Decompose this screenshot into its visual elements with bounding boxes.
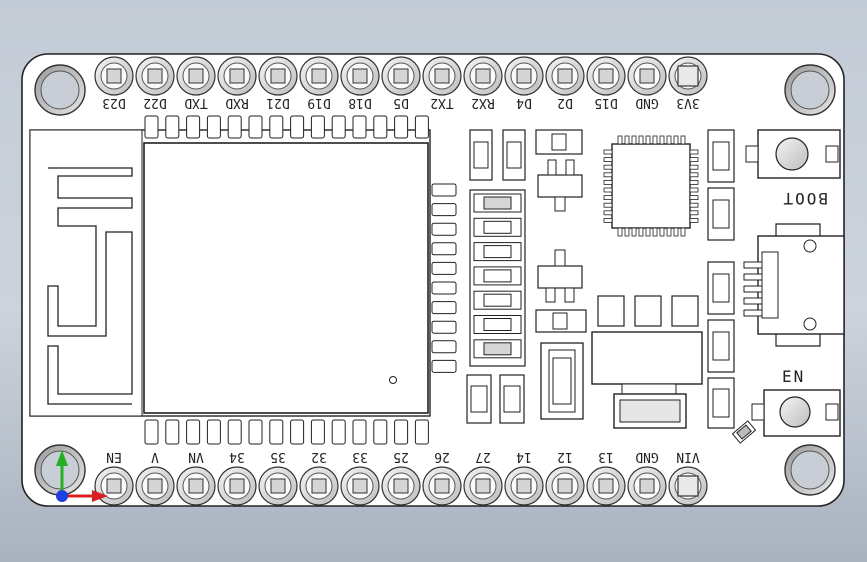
top-pin-label: D23	[102, 95, 125, 110]
bottom-header-pin	[381, 466, 421, 506]
bottom-header-pin	[217, 466, 257, 506]
bottom-header-pin	[135, 466, 175, 506]
bottom-header-pin	[299, 466, 339, 506]
bottom-pin-label: 26	[434, 449, 450, 464]
top-pin-label: TXD	[184, 95, 208, 110]
bottom-header-pin	[586, 466, 626, 506]
bottom-header-pin	[258, 466, 298, 506]
smd-cap-c1	[469, 129, 493, 181]
bottom-header-pin	[422, 466, 462, 506]
bottom-pin-label: 35	[270, 449, 286, 464]
triad-axis-label-z: z	[58, 509, 59, 511]
boot-button[interactable]	[745, 129, 841, 179]
bottom-pin-label: 34	[229, 449, 245, 464]
top-pin-label: D2	[557, 95, 573, 110]
usb-uart-chip	[603, 135, 699, 237]
coordinate-triad	[56, 450, 108, 502]
bottom-pin-label: 12	[557, 449, 573, 464]
bottom-header-pin	[504, 466, 544, 506]
top-pin-label: D5	[393, 95, 409, 110]
bottom-pin-header	[94, 466, 708, 506]
top-pin-label: GND	[635, 95, 659, 110]
top-header-pin	[586, 56, 626, 96]
smd-resistor-array	[469, 189, 526, 367]
top-header-pin	[627, 56, 667, 96]
top-header-pin	[422, 56, 462, 96]
bottom-header-pin	[176, 466, 216, 506]
mounting-hole-bottom-left	[34, 444, 86, 496]
top-header-pin	[463, 56, 503, 96]
antenna-area	[29, 129, 143, 417]
smd-led-rotated	[731, 420, 757, 444]
bottom-pin-label: 27	[475, 449, 491, 464]
top-pin-label: D19	[307, 95, 330, 110]
en-button[interactable]	[751, 389, 841, 437]
triad-axis-label-x: x	[110, 491, 111, 493]
mounting-hole-bottom-right	[784, 444, 836, 496]
smd-right-column	[707, 129, 735, 429]
bottom-pin-label: 25	[393, 449, 409, 464]
top-pin-header	[94, 56, 708, 96]
bottom-header-pin	[668, 466, 708, 506]
en-label: EN	[782, 367, 805, 386]
transistor-q1	[535, 129, 583, 212]
bottom-pin-label: V	[151, 449, 159, 464]
antenna-trace	[47, 167, 133, 405]
top-pin-label: D22	[143, 95, 166, 110]
triad-axis-label-y: y	[66, 451, 67, 453]
smd-cap-c2	[502, 129, 526, 181]
bottom-pin-label: VIN	[676, 449, 699, 464]
top-pin-labels: D23 D22 TXD RXD D21 D19 D18 D5 TX2 RX2 D4 D2 D15 GND 3…	[102, 95, 699, 110]
bottom-header-pin	[340, 466, 380, 506]
bottom-header-pin	[94, 466, 134, 506]
top-header-pin	[299, 56, 339, 96]
top-pin-label: D4	[516, 95, 532, 110]
bottom-header-pin	[545, 466, 585, 506]
top-pin-label: TX2	[430, 95, 453, 110]
bottom-pin-label: EN	[106, 449, 122, 464]
bottom-pin-labels: EN V VN 34 35 32 33 25 26 27 14 12 13 GND VIN	[106, 449, 700, 464]
top-header-pin	[504, 56, 544, 96]
mounting-hole-top-left	[34, 64, 86, 116]
top-pin-label: 3V3	[676, 95, 699, 110]
top-pin-label: RXD	[225, 95, 249, 110]
smd-cap-c3	[466, 374, 492, 424]
top-header-pin	[135, 56, 175, 96]
top-header-pin	[258, 56, 298, 96]
top-pin-label: D21	[266, 95, 289, 110]
bottom-header-pin	[627, 466, 667, 506]
top-pin-label: RX2	[471, 95, 494, 110]
top-header-pin	[176, 56, 216, 96]
smd-cap-c4	[499, 374, 525, 424]
top-header-pin	[94, 56, 134, 96]
mounting-hole-top-right	[784, 64, 836, 116]
esp32-module	[29, 115, 457, 445]
bottom-pin-label: GND	[635, 449, 659, 464]
boot-label: BOOT	[781, 189, 828, 208]
top-header-pin	[545, 56, 585, 96]
top-header-pin	[340, 56, 380, 96]
transistor-q2	[535, 249, 587, 333]
rf-shield-can	[143, 142, 429, 414]
bottom-pin-label: 14	[516, 449, 532, 464]
bottom-pin-label: 32	[311, 449, 327, 464]
pin1-marker	[389, 376, 397, 384]
bottom-pin-label: VN	[188, 449, 204, 464]
bottom-pin-label: 13	[598, 449, 614, 464]
voltage-regulator	[591, 295, 703, 429]
bottom-header-pin	[463, 466, 503, 506]
top-header-pin	[217, 56, 257, 96]
micro-usb-connector	[743, 223, 845, 347]
bottom-pin-label: 33	[352, 449, 368, 464]
diode-d1	[540, 342, 584, 420]
top-header-pin	[668, 56, 708, 96]
top-header-pin	[381, 56, 421, 96]
top-pin-label: D18	[348, 95, 371, 110]
top-pin-label: D15	[594, 95, 617, 110]
